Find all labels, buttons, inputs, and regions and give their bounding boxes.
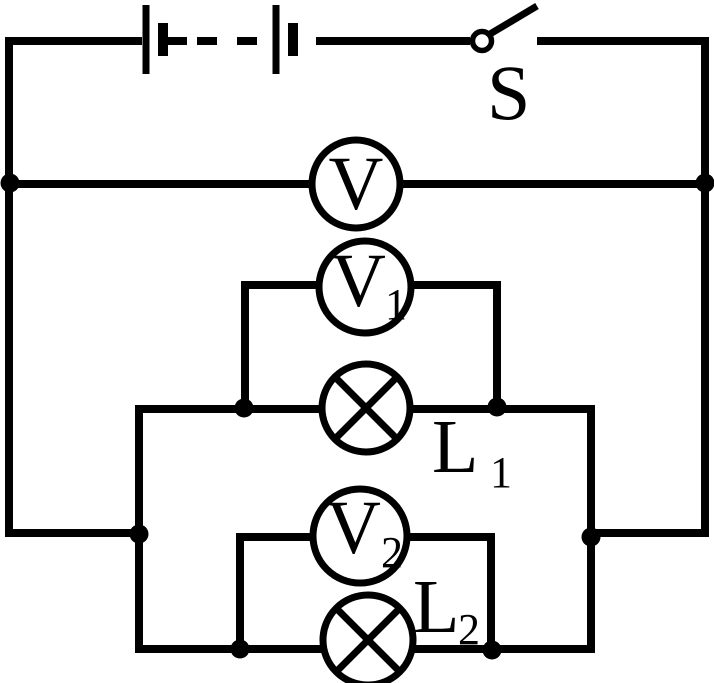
voltmeter-main-circle xyxy=(308,136,404,232)
voltmeter-v2-label: V xyxy=(326,486,381,570)
voltmeter-v1-label: V xyxy=(331,239,386,323)
junction-dot xyxy=(234,398,254,418)
junction-dot xyxy=(487,397,507,417)
lamp-l2-cross-icon xyxy=(333,605,403,675)
junction-dot xyxy=(230,639,250,659)
lamp-l2: L 2 xyxy=(319,565,480,683)
wire-v1-right xyxy=(411,281,501,412)
lamp-l1-subscript: 1 xyxy=(490,448,512,497)
junction-dot xyxy=(581,527,601,547)
voltmeter-v1-subscript: 1 xyxy=(385,280,407,329)
voltmeter-v1: V 1 xyxy=(315,237,415,337)
lamp-l1-cross-icon xyxy=(332,374,400,442)
switch-lever xyxy=(488,2,539,38)
wire-left-outer xyxy=(5,37,143,537)
lamp-l2-subscript: 2 xyxy=(458,605,480,654)
junction-dot xyxy=(0,173,20,193)
voltmeter-v2-subscript: 2 xyxy=(381,528,403,577)
wire-v1-left xyxy=(241,281,320,412)
switch-label: S xyxy=(487,49,530,136)
voltmeter-main-label: V xyxy=(329,142,384,226)
switch: S xyxy=(469,2,539,136)
junction-dot xyxy=(482,640,502,660)
voltmeter-v1-circle xyxy=(315,237,415,337)
voltmeter-v2-circle xyxy=(309,485,411,587)
junction-dot xyxy=(129,524,149,544)
wire-v2-left xyxy=(236,533,314,652)
junction-dot xyxy=(695,173,714,193)
junction-dots xyxy=(0,173,714,660)
lamp-l1: L 1 xyxy=(318,360,512,497)
voltmeter-v2: V 2 xyxy=(309,485,411,587)
voltmeter-main: V xyxy=(308,136,404,232)
wire-right-outer xyxy=(537,37,709,537)
switch-pivot xyxy=(469,28,495,54)
lamp-l1-label: L xyxy=(432,405,478,489)
lamp-l2-label: L xyxy=(413,565,459,649)
battery xyxy=(142,5,298,74)
wire-v2-right xyxy=(407,533,495,652)
